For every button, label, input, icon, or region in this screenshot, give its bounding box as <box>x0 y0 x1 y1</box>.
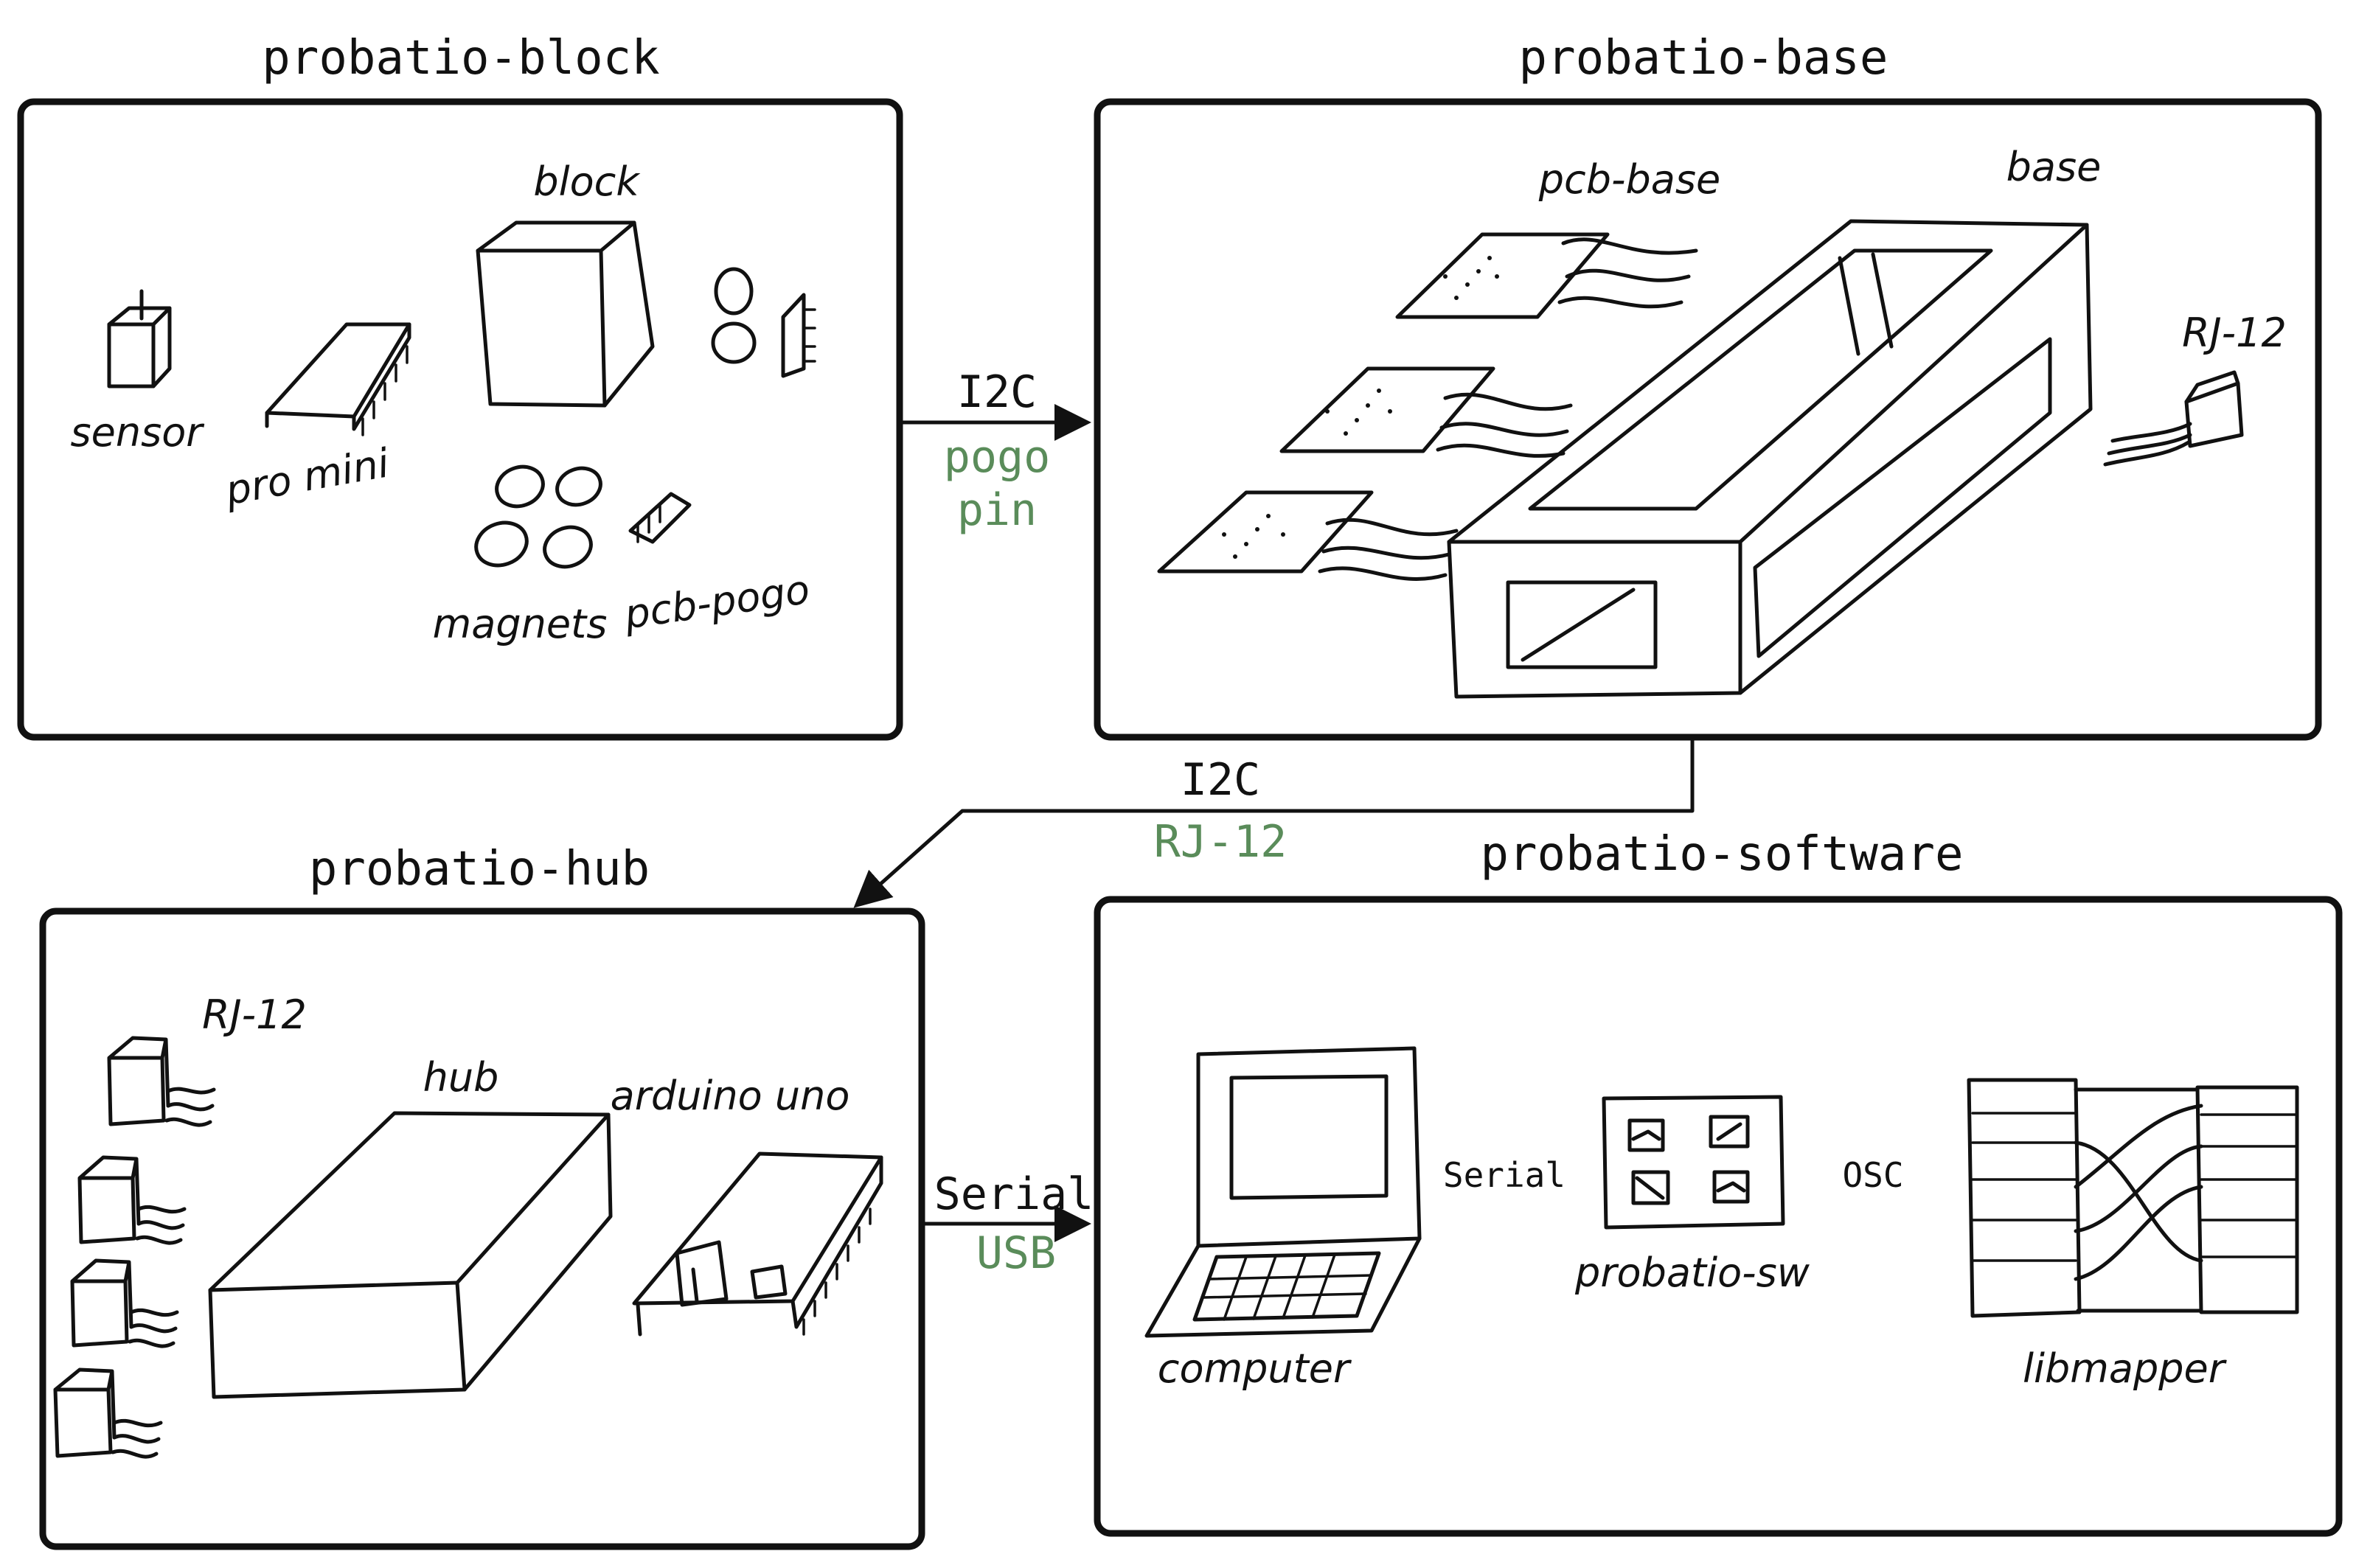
panel-software: probatio-software computer Serial probat… <box>1094 827 2343 1537</box>
label-pcb-base: pcb-base <box>1538 156 1720 203</box>
libmapper-sketch <box>1967 1078 2299 1318</box>
panel-frame-block <box>17 98 903 741</box>
connection-block-base: I2C pogo pin <box>900 366 1091 536</box>
arduino-sketch <box>632 1151 883 1337</box>
label-probatio-sw: probatio-sw <box>1574 1250 1810 1296</box>
panel-title-hub: probatio-hub <box>309 842 650 896</box>
conn-block-base-medium-1: pogo <box>944 431 1051 483</box>
label-computer: computer <box>1158 1345 1352 1392</box>
conn-block-base-medium-2: pin <box>957 484 1037 536</box>
rj12-plugs-hub-sketch <box>53 1036 216 1459</box>
panel-frame-hub <box>39 907 925 1550</box>
pcb-base-sketch <box>1157 232 1698 582</box>
label-hub: hub <box>423 1054 499 1101</box>
arrow-base-to-hub <box>853 738 1695 908</box>
label-block: block <box>533 158 641 205</box>
pcb-pogo-sketch <box>628 492 692 544</box>
conn-block-base-protocol: I2C <box>957 366 1037 418</box>
panel-hub: probatio-hub RJ-12 hub <box>39 842 925 1550</box>
label-pcb-pogo: pcb-pogo <box>621 566 813 638</box>
sensor-sketch <box>107 289 172 388</box>
label-serial-internal: Serial <box>1443 1155 1566 1195</box>
panel-title-block: probatio-block <box>262 31 659 86</box>
probatio-sw-sketch <box>1602 1095 1785 1230</box>
side-magnets-sketch <box>711 267 816 378</box>
panel-base: probatio-base pcb-base <box>1094 31 2322 741</box>
panel-title-base: probatio-base <box>1519 31 1888 86</box>
panel-frame-software <box>1094 896 2343 1537</box>
connection-base-hub: I2C RJ-12 <box>853 738 1695 908</box>
conn-hub-software-protocol: Serial <box>934 1168 1094 1220</box>
rj12-plug-sketch <box>2103 370 2244 467</box>
panel-frame-base <box>1094 98 2322 741</box>
label-arduino: arduino uno <box>611 1073 850 1119</box>
label-sensor: sensor <box>71 409 205 456</box>
conn-base-hub-medium: RJ-12 <box>1154 816 1288 868</box>
connection-hub-software: Serial USB <box>922 1168 1094 1279</box>
label-osc: OSC <box>1842 1155 1903 1195</box>
label-rj12-hub: RJ-12 <box>202 992 307 1038</box>
label-base: base <box>2006 144 2102 190</box>
magnets-sketch <box>474 464 602 569</box>
label-pro-mini: pro mini <box>221 439 392 514</box>
conn-hub-software-medium: USB <box>976 1227 1056 1279</box>
pro-mini-sketch <box>265 322 411 436</box>
panel-title-software: probatio-software <box>1480 827 1963 882</box>
label-magnets: magnets <box>433 601 608 647</box>
block-cube-sketch <box>476 220 655 408</box>
base-frame-sketch <box>1447 219 2093 699</box>
label-libmapper: libmapper <box>2023 1345 2227 1392</box>
computer-sketch <box>1144 1046 1422 1338</box>
hub-box-sketch <box>208 1111 613 1399</box>
panel-block: probatio-block sensor pro mini block <box>17 31 903 741</box>
conn-base-hub-protocol: I2C <box>1181 754 1260 806</box>
label-rj12-base: RJ-12 <box>2182 310 2287 356</box>
